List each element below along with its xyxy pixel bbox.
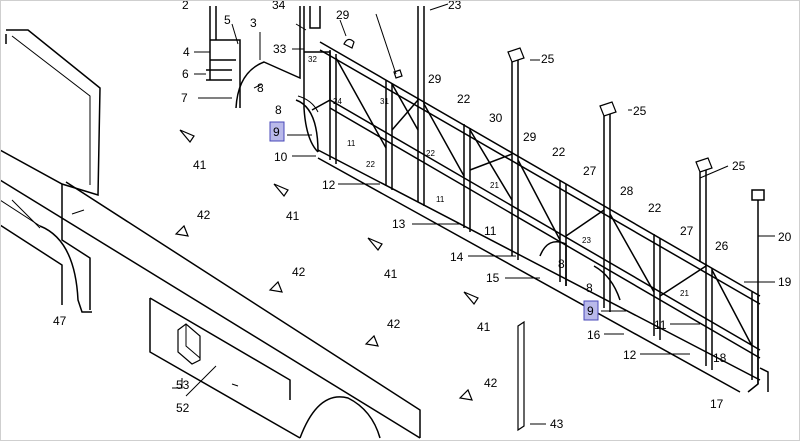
inline-label-32: 32 [308,55,317,64]
front-pillar-structure [206,6,331,153]
callout-26: 26 [715,239,729,253]
leader-lines [172,3,775,425]
callout-29-a: 29 [336,8,350,22]
callout-16: 16 [587,328,601,342]
callout-11-a: 11 [484,224,497,238]
callout-42-b: 42 [292,265,306,279]
callout-17: 17 [710,397,724,411]
corner-bracket-42 [174,224,473,401]
callout-10: 10 [274,150,288,164]
callout-41-b: 41 [286,209,300,223]
callout-25-b: 25 [633,104,647,118]
inline-label-11-b: 11 [436,195,445,204]
callout-labels: 2 5 3 34 29 23 4 33 6 25 7 8 29 8 22 25 … [53,0,792,431]
callout-5: 5 [224,13,231,27]
highlight-box-9-bottom[interactable] [583,300,599,321]
callout-34: 34 [272,0,286,12]
callout-52: 52 [176,401,190,415]
side-panel-outline [0,29,421,439]
callout-33: 33 [273,42,287,56]
trim-strip-43 [517,320,525,432]
callout-9-b: 9 [587,304,594,318]
inline-part-labels: 32 24 31 11 22 22 11 21 23 21 [308,55,689,298]
callout-22-a: 22 [457,92,471,106]
callout-12-a: 12 [322,178,336,192]
callout-13: 13 [392,217,406,231]
callout-42-c: 42 [387,317,401,331]
service-door-panel [149,297,301,439]
corner-bracket-41 [179,129,479,306]
callout-3: 3 [250,16,257,30]
inline-label-22-a: 22 [366,160,375,169]
bracket-clip-29 [343,38,403,79]
roof-post-25-c [695,157,713,266]
inline-label-11-a: 11 [347,139,356,148]
inline-label-31: 31 [380,97,389,106]
callout-22-c: 22 [648,201,662,215]
callout-41-d: 41 [477,320,491,334]
roof-post-25-a [507,47,525,156]
callout-29-c: 29 [523,130,537,144]
callout-12-b: 12 [623,348,637,362]
callout-53: 53 [176,378,190,392]
callout-20: 20 [778,230,792,244]
callout-42-a: 42 [197,208,211,222]
hatch-part-53 [177,323,201,365]
callout-22-b: 22 [552,145,566,159]
callout-14: 14 [450,250,464,264]
callout-8-a: 8 [257,81,264,95]
callout-11-b: 11 [654,318,667,332]
wheel-arch-rear [5,34,381,439]
callout-19: 19 [778,275,792,289]
callout-8-c: 8 [558,257,565,271]
callout-18: 18 [713,351,727,365]
callout-27-a: 27 [583,164,597,178]
callout-15: 15 [486,271,500,285]
callout-47: 47 [53,314,67,328]
callout-6: 6 [182,67,189,81]
inline-label-21-b: 21 [680,289,689,298]
callout-43: 43 [550,417,564,431]
inline-label-24: 24 [333,97,342,106]
callout-23: 23 [448,0,462,12]
callout-4: 4 [183,45,190,59]
roof-post-25-b [599,101,617,210]
callout-9-a: 9 [273,125,280,139]
callout-8-b: 8 [275,103,282,117]
callout-7: 7 [181,91,188,105]
callout-27-b: 27 [680,224,694,238]
callout-8-d: 8 [586,281,593,295]
callout-41-c: 41 [384,267,398,281]
callout-42-d: 42 [484,376,498,390]
callout-29-b: 29 [428,72,442,86]
callout-2: 2 [182,0,189,12]
highlight-box-9-top[interactable] [269,121,285,142]
callout-41-a: 41 [193,158,207,172]
inline-label-22-b: 22 [426,149,435,158]
callout-30: 30 [489,111,503,125]
inline-label-23: 23 [582,236,591,245]
callout-28: 28 [620,184,634,198]
callout-25-c: 25 [732,159,746,173]
inline-label-21-a: 21 [490,181,499,190]
side-truss-frame [295,6,769,393]
callout-25-a: 25 [541,52,555,66]
